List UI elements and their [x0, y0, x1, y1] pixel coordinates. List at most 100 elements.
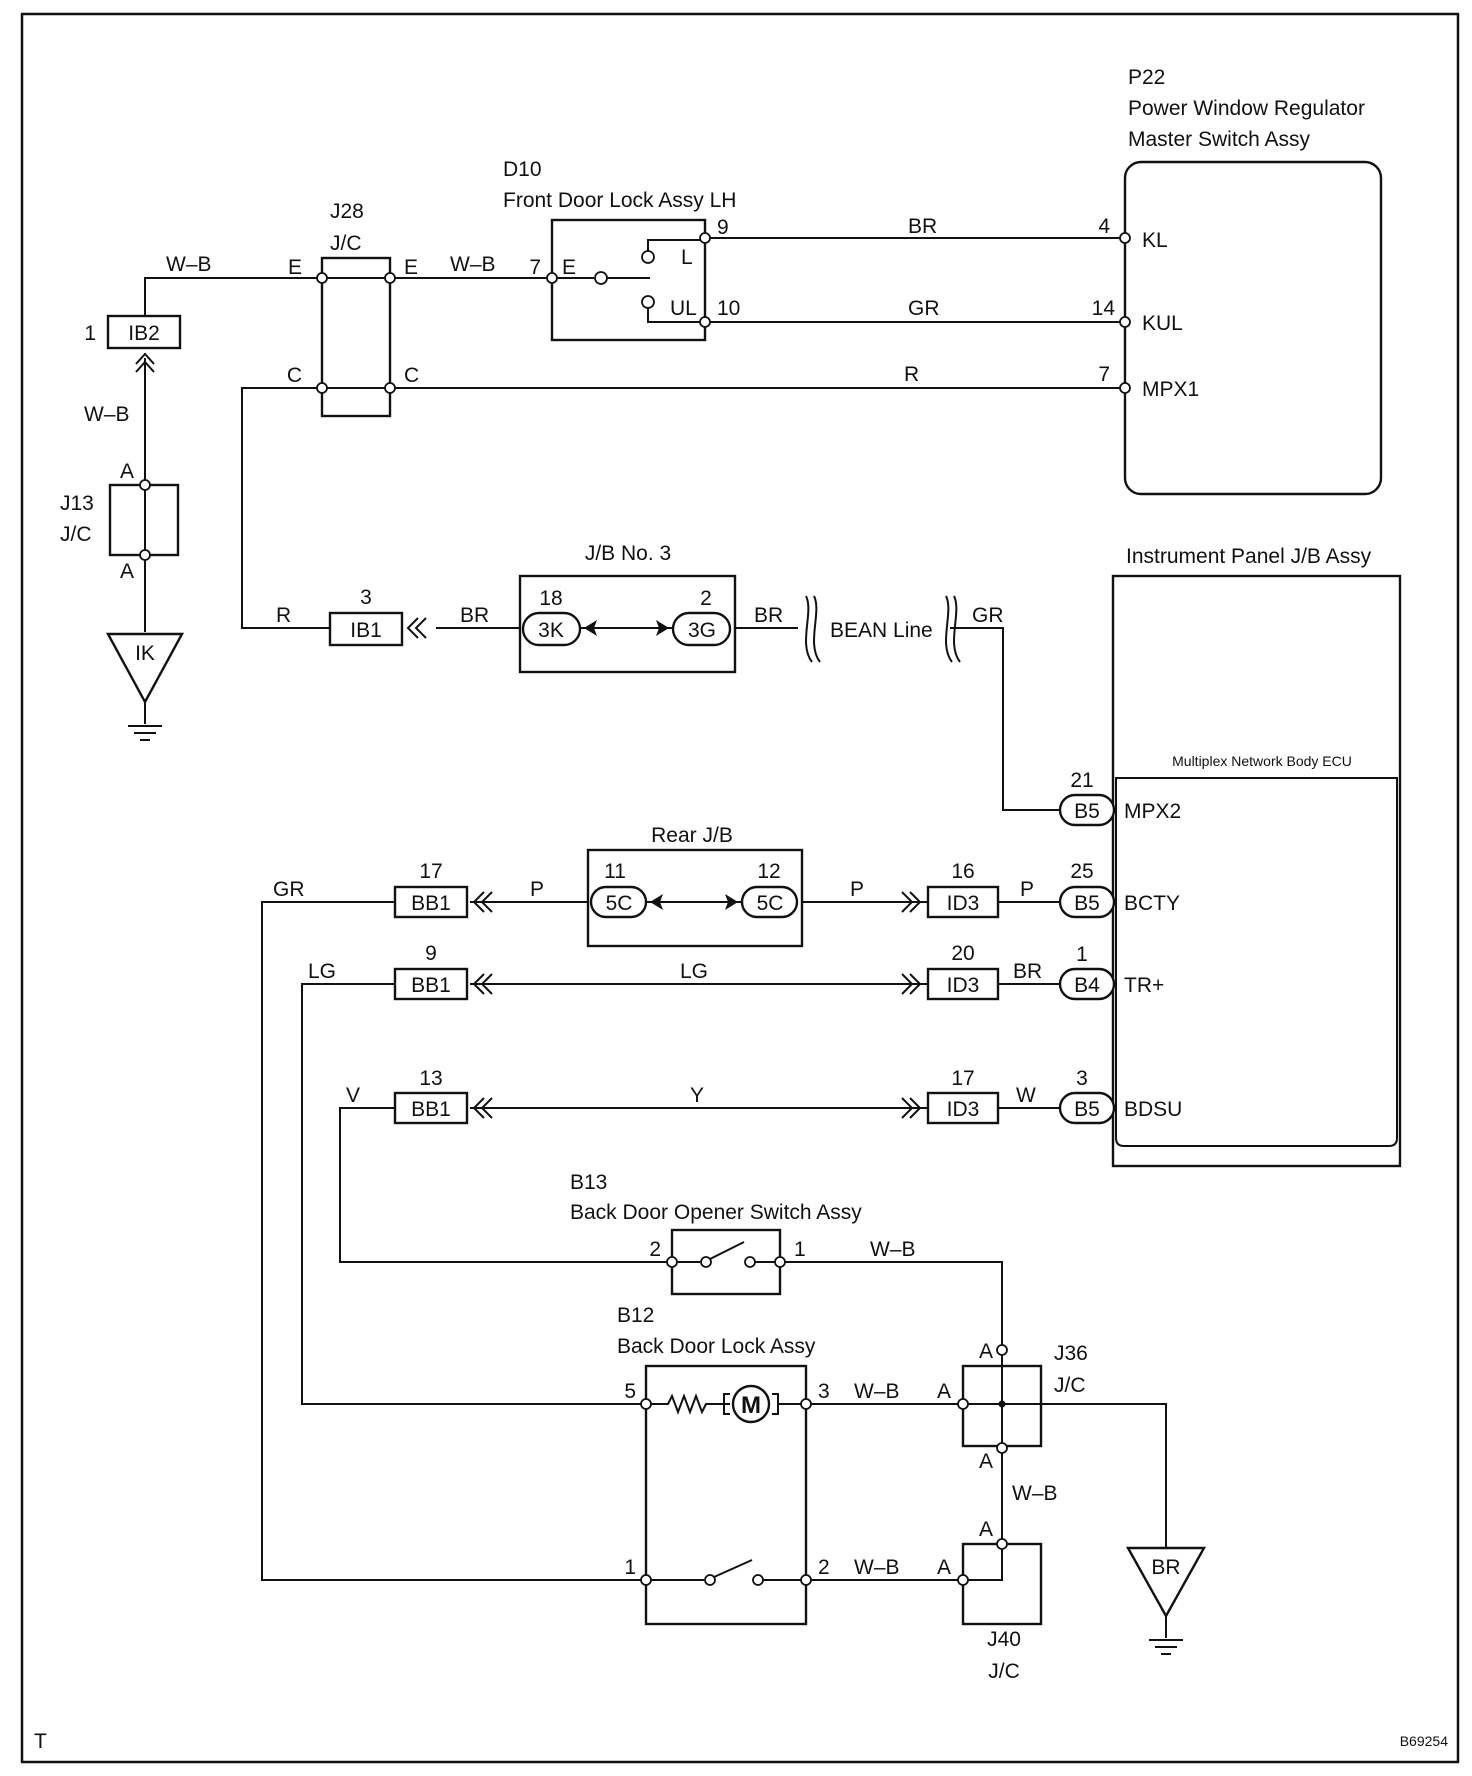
d10-id: D10: [503, 158, 542, 181]
bb1-label: BB1: [411, 974, 451, 997]
j28-c-left: C: [287, 364, 302, 387]
ib2-body: [106, 314, 182, 350]
ground-ik-triangle: [105, 632, 185, 705]
wire-wb-b13-j36: W–B: [870, 1238, 916, 1261]
d10-contact: [594, 271, 608, 285]
wire-w-id3-b5: W: [1016, 1084, 1036, 1107]
b13-opener-switch: B13 Back Door Opener Switch Assy 2 1: [570, 1171, 862, 1296]
b12-motor-label: M: [741, 1392, 761, 1419]
id3-pin: 17: [951, 1067, 974, 1090]
wire-lg-bb1-id3: LG: [680, 960, 708, 983]
j36-pin: [996, 1442, 1008, 1454]
j13-type: J/C: [60, 523, 92, 546]
d10-contact-l: [641, 250, 655, 264]
rearjb-right-pin: 12: [757, 860, 780, 883]
instrument-panel-jb: Instrument Panel J/B Assy Multiplex Netw…: [1058, 545, 1402, 1168]
d10-pin-7: 7: [529, 256, 541, 279]
d10-pin-dot: [699, 232, 711, 244]
jb3-name: J/B No. 3: [585, 542, 671, 565]
jb3-arrow: [584, 620, 597, 636]
j40-junction: A A J40 J/C: [937, 1518, 1043, 1683]
jb3-right-pin: 2: [700, 587, 712, 610]
rearjb-right-conn: 5C: [757, 892, 784, 915]
wire-wb-ib2-j28: W–B: [166, 253, 212, 276]
b12-back-door-lock: B12 Back Door Lock Assy M 5 3 1 2: [617, 1304, 830, 1626]
id3-20-body: [926, 967, 1000, 1001]
ground-br: BR: [1125, 1546, 1207, 1655]
b13-name: Back Door Opener Switch Assy: [570, 1201, 862, 1224]
d10-pin-ul: UL: [670, 297, 697, 320]
ipjb-pin-num: 1: [1076, 943, 1088, 966]
j28-pin: [384, 382, 396, 394]
p22-pin-dot: [1119, 316, 1131, 328]
id3-label: ID3: [947, 974, 980, 997]
ipjb-body: [1111, 574, 1402, 1168]
j40-pin: [996, 1538, 1008, 1550]
d10-name: Front Door Lock Assy LH: [503, 189, 736, 212]
bb1-connectors: BB1 17 BB1 9 BB1 13: [393, 860, 493, 1125]
ib2-connector: IB2 1: [84, 314, 182, 373]
p22-pin-kl-num: 4: [1098, 215, 1110, 238]
p22-pin-mpx1-name: MPX1: [1142, 378, 1199, 401]
p22-pin-mpx1-num: 7: [1098, 363, 1110, 386]
b12-pin: [800, 1398, 812, 1410]
corner-left-label: T: [34, 1730, 47, 1753]
j40-pin: [957, 1574, 969, 1586]
ipjb-pin-num: 21: [1070, 769, 1093, 792]
bb1-9-body: [393, 967, 469, 1001]
ipjb-conn-label: B4: [1074, 974, 1100, 997]
wire-r-ib1: R: [276, 604, 291, 627]
ib1-connector: IB1 3: [328, 586, 427, 647]
b12-pin: [640, 1398, 652, 1410]
bb1-pin: 17: [419, 860, 442, 883]
ib1-label: IB1: [350, 619, 382, 642]
wire-lg-bb1-9: LG: [308, 960, 336, 983]
wire-gr-bean-mpx2: GR: [972, 604, 1004, 627]
j36-node: [998, 1400, 1006, 1408]
ipjb-conn-label: B5: [1074, 1098, 1100, 1121]
wire-br-id3-b4: BR: [1013, 960, 1042, 983]
b12-contact: [752, 1574, 764, 1586]
wire-p-bb1-rear: P: [530, 878, 544, 901]
ipjb-pin-num: 3: [1076, 1067, 1088, 1090]
j13-pin: [139, 479, 151, 491]
j28-pin: [316, 382, 328, 394]
diagram-frame: [20, 12, 1460, 1764]
bb1-13-body: [393, 1091, 469, 1125]
d10-pin-10: 10: [717, 297, 740, 320]
j36-left-a: A: [937, 1380, 951, 1403]
ib1-pin: 3: [360, 586, 372, 609]
jb3-right-conn: 3G: [688, 619, 716, 642]
d10-pin-dot: [546, 272, 558, 284]
ipjb-conn-tr: [1058, 967, 1116, 1001]
ib2-label: IB2: [128, 322, 160, 345]
j28-id: J28: [330, 200, 364, 223]
d10-contact-ul: [641, 295, 655, 309]
j36-pin: [996, 1344, 1008, 1356]
bean-line-label: BEAN Line: [830, 619, 933, 642]
bb1-label: BB1: [411, 892, 451, 915]
corner-right-code: B69254: [1400, 1733, 1448, 1749]
j36-pin: [957, 1398, 969, 1410]
ipjb-conn-bcty: [1058, 885, 1116, 919]
j28-junction: J28 J/C E E C C: [287, 200, 419, 418]
b13-contact: [700, 1256, 712, 1268]
rearjb-name: Rear J/B: [651, 824, 733, 847]
b12-contact: [704, 1574, 716, 1586]
d10-front-door-lock: D10 Front Door Lock Assy LH 7 E L UL 9 1…: [503, 158, 740, 342]
j36-type: J/C: [1054, 1374, 1086, 1397]
id3-16-body: [926, 885, 1000, 919]
bean-line: BEAN Line: [805, 595, 961, 663]
j13-pin: [139, 549, 151, 561]
wire-wb-j28-d10: W–B: [450, 253, 496, 276]
wire-wb-ib2-j13: W–B: [84, 403, 130, 426]
wire-gr-bb1-17: GR: [273, 878, 305, 901]
j40-id: J40: [987, 1628, 1021, 1651]
wire-wb-j36-j40: W–B: [1012, 1482, 1058, 1505]
j36-junction: J36 J/C A A A: [937, 1340, 1088, 1473]
j40-top-a: A: [979, 1518, 993, 1541]
ipjb-name: Instrument Panel J/B Assy: [1126, 545, 1372, 568]
ipjb-conn-mpx2: [1058, 793, 1116, 827]
d10-pin-l: L: [681, 246, 693, 269]
p22-pin-kl-name: KL: [1142, 229, 1168, 252]
